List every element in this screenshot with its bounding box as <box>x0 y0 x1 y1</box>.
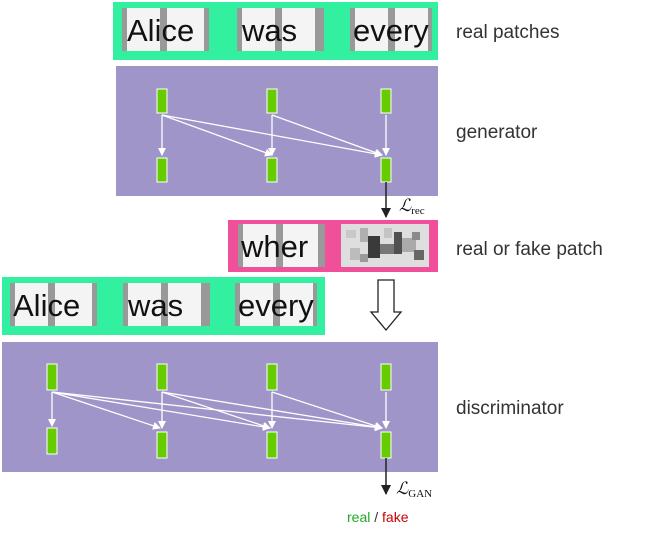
disc-node-bot-3 <box>266 431 278 459</box>
bottom-real-patches: Alice was every <box>2 277 325 335</box>
real-word: real <box>347 509 370 525</box>
disc-node-bot-1 <box>46 427 58 455</box>
bottom-word-3: every <box>238 288 314 323</box>
separator: / <box>370 509 382 525</box>
middle-word: wher <box>240 229 308 264</box>
discriminator-panel <box>2 342 438 472</box>
top-word-2: was <box>241 13 297 48</box>
generator-panel <box>116 66 438 196</box>
fake-noise-patch <box>341 224 429 267</box>
label-real-patches: real patches <box>456 22 560 43</box>
bottom-word-2: was <box>127 288 183 323</box>
loss-gan-label: ℒGAN <box>396 479 432 500</box>
label-real-or-fake: real or fake patch <box>456 239 603 260</box>
gen-node-top-1 <box>156 88 168 114</box>
loss-rec-label: ℒrec <box>399 196 425 217</box>
disc-node-top-1 <box>46 363 58 391</box>
top-word-3: every <box>353 13 429 48</box>
gen-node-top-2 <box>266 88 278 114</box>
label-generator: generator <box>456 122 538 143</box>
generator-edges <box>158 114 390 158</box>
label-discriminator: discriminator <box>456 398 564 419</box>
bottom-word-1: Alice <box>13 288 80 323</box>
disc-node-top-2 <box>156 363 168 391</box>
disc-node-top-3 <box>266 363 278 391</box>
top-word-1: Alice <box>127 13 194 48</box>
top-real-patches: Alice was every <box>113 2 438 60</box>
fake-word: fake <box>382 509 409 525</box>
real-fake-caption: real / fake <box>347 509 409 525</box>
gen-node-bot-3 <box>380 157 392 183</box>
discriminator-edges <box>48 391 390 432</box>
gen-node-top-3 <box>380 88 392 114</box>
disc-node-bot-2 <box>156 431 168 459</box>
hollow-down-arrow <box>369 279 403 332</box>
gen-node-bot-1 <box>156 157 168 183</box>
disc-node-bot-4 <box>380 431 392 459</box>
disc-node-top-4 <box>380 363 392 391</box>
gen-node-bot-2 <box>266 157 278 183</box>
real-or-fake-patch: wher <box>228 220 438 272</box>
